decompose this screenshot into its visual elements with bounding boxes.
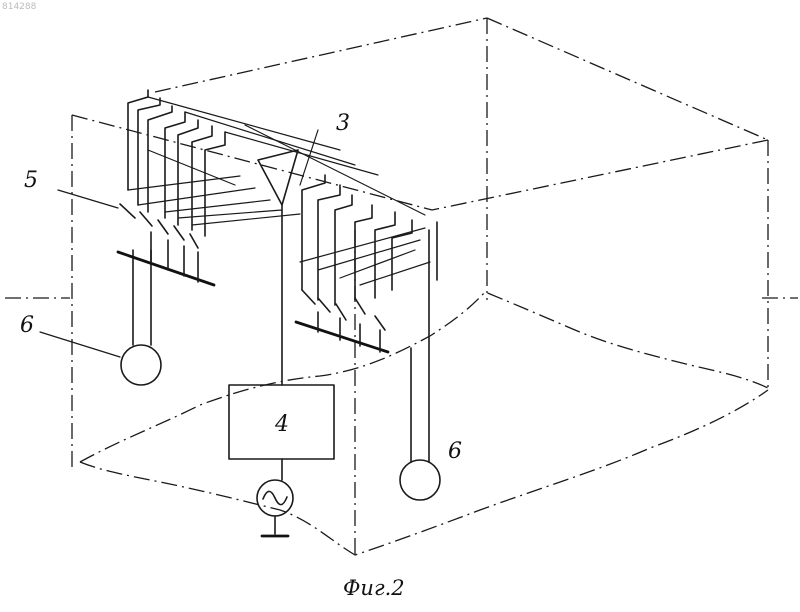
bus-cross-1 <box>128 176 240 190</box>
hub-3: 3 <box>258 111 350 385</box>
bus-cross-r2 <box>318 240 420 270</box>
bus-wire-r1 <box>302 175 325 290</box>
box-top-front-edge <box>432 140 768 210</box>
sine-wave-icon <box>263 491 287 504</box>
switch-left-2 <box>140 212 152 226</box>
box-top-right-edge <box>487 18 768 140</box>
bus-cross-2 <box>138 188 255 205</box>
bus-wire-4 <box>165 112 185 218</box>
switch-right-1 <box>302 290 315 304</box>
switch-right-2 <box>318 298 330 312</box>
surface-bottom-contour <box>80 390 768 555</box>
switch-group-label: 5 <box>24 168 38 193</box>
switch-left-4 <box>174 226 184 240</box>
switch-group-right <box>296 290 388 352</box>
box-top-left-edge <box>72 115 432 210</box>
bus-wire-6 <box>192 126 212 230</box>
box-top-back-edge <box>155 18 487 92</box>
bus-upper-rail-4 <box>245 125 425 215</box>
controller-label: 4 <box>274 412 289 437</box>
switch-left-3 <box>158 220 168 234</box>
switch-group-left: 5 <box>24 168 214 285</box>
electrode-left <box>121 250 161 385</box>
bus-cross-5 <box>178 210 282 218</box>
corner-number: 814288 <box>2 2 37 12</box>
electrode-left-label-leader <box>40 332 120 357</box>
electrode-right-label: 6 <box>448 439 462 464</box>
switch-right-5 <box>375 316 385 330</box>
bus-wire-r4 <box>355 205 372 300</box>
switch-right-4 <box>355 298 365 314</box>
controller-4: 4 <box>229 385 334 480</box>
electrode-left-label: 6 <box>20 313 34 338</box>
bus-upper-rail <box>148 97 340 150</box>
bus-wire-3 <box>148 106 172 212</box>
switch-right-base <box>296 322 388 352</box>
hub-label: 3 <box>336 111 350 136</box>
bus-cross-r4 <box>360 262 430 285</box>
bus-cross-4 <box>165 200 270 212</box>
switch-right-3 <box>336 304 346 320</box>
electrode-right-ball <box>400 460 440 500</box>
bus-wire-r2 <box>318 185 340 300</box>
bus-cross-r3 <box>340 250 415 278</box>
material-surface <box>80 292 768 555</box>
electrode-left-ball <box>121 345 161 385</box>
switch-left-5 <box>190 234 198 248</box>
switch-left-1 <box>120 204 135 218</box>
surface-top-contour <box>80 292 768 462</box>
bus-wire-7 <box>205 132 225 236</box>
hub-triangle <box>258 150 298 205</box>
figure-caption: Фиг.2 <box>343 576 405 600</box>
bus-wire-2 <box>138 98 160 205</box>
ac-source <box>257 480 293 536</box>
switch-group-label-leader <box>58 190 118 208</box>
